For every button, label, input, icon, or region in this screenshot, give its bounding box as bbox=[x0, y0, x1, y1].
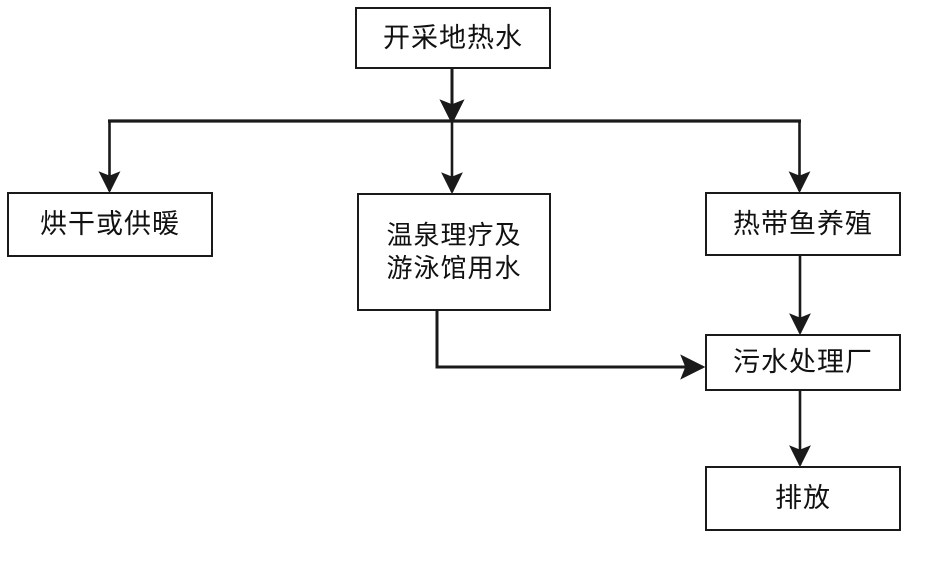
node-source-label: 开采地热水 bbox=[383, 22, 523, 53]
node-wastewater-plant-label: 污水处理厂 bbox=[733, 347, 873, 378]
node-discharge-label: 排放 bbox=[775, 483, 831, 514]
node-wastewater-plant[interactable]: 污水处理厂 bbox=[705, 334, 901, 391]
node-drying-heating[interactable]: 烘干或供暖 bbox=[7, 192, 213, 257]
node-fish-farming-label: 热带鱼养殖 bbox=[733, 208, 873, 239]
edge-spa-pool-to-wastewater-plant bbox=[435, 311, 706, 380]
node-spa-pool[interactable]: 温泉理疗及 游泳馆用水 bbox=[357, 193, 551, 311]
node-spa-pool-label: 温泉理疗及 游泳馆用水 bbox=[386, 220, 522, 283]
node-fish-farming[interactable]: 热带鱼养殖 bbox=[705, 192, 901, 256]
node-source[interactable]: 开采地热水 bbox=[355, 7, 551, 69]
node-discharge[interactable]: 排放 bbox=[705, 466, 901, 531]
node-drying-heating-label: 烘干或供暖 bbox=[40, 209, 180, 240]
